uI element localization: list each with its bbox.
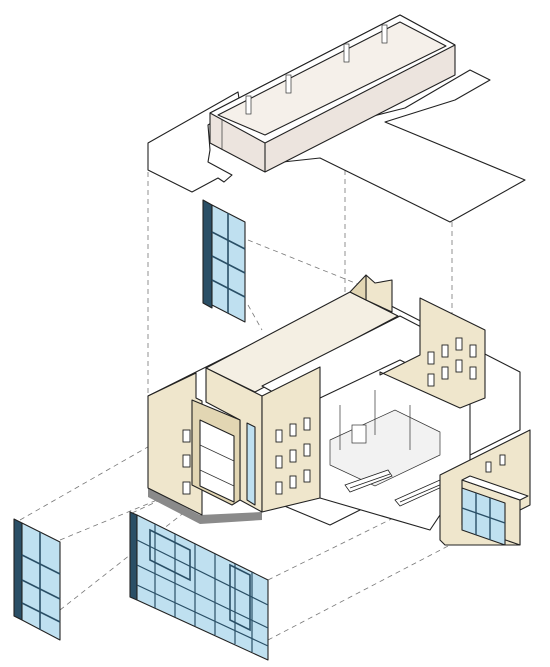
lower-left-curtain-wall-panel (13, 518, 61, 641)
window-column-left (182, 429, 191, 495)
upper-curtain-wall-panel (202, 199, 246, 323)
roof-vent-stack (245, 24, 388, 115)
window-grid-right (427, 337, 477, 387)
atrium-section-cut (319, 359, 471, 531)
stair-core-opening (199, 419, 235, 503)
projection-guide-lines (19, 145, 453, 641)
rooftop-mechanical-box (209, 14, 456, 173)
lower-front-curtain-wall-panel (129, 511, 269, 661)
escalator (344, 469, 445, 507)
entrance-canopy (461, 475, 529, 546)
window-grid-front (275, 417, 311, 495)
main-building-mass (147, 274, 531, 546)
